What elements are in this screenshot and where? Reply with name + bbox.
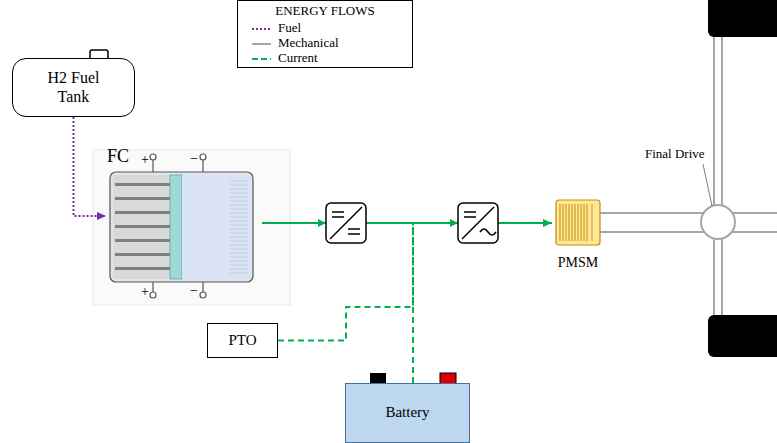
fuel-cell: FC: [106, 145, 262, 300]
legend-box: ENERGY FLOWS FuelMechanicalCurrent: [237, 0, 413, 68]
node-text: PMSM: [542, 255, 614, 270]
fc-backdrop: [93, 150, 290, 305]
legend-text: Current: [278, 51, 318, 65]
flow-connector: [278, 223, 552, 341]
wheel: [708, 0, 777, 37]
legend-title: ENERGY FLOWS: [238, 4, 412, 18]
drivetrain: [600, 37, 777, 315]
inverter-symbol: [458, 203, 498, 243]
arrowhead: [318, 219, 326, 227]
flow-connector: [74, 117, 107, 216]
wheel: [708, 315, 777, 357]
node-text: PTO: [228, 332, 256, 349]
leader-line: [703, 164, 712, 206]
fuel-tank: H2 Fuel Tank: [12, 58, 135, 117]
terminal-sign: +: [141, 152, 149, 167]
pto-box: PTO: [207, 323, 278, 358]
terminal-sign: +: [141, 284, 149, 299]
legend-sample: [251, 39, 273, 49]
terminal-sign: −: [190, 283, 198, 298]
fuel-cell-icon: [106, 145, 262, 285]
part-label: Final Drive: [645, 147, 705, 161]
terminal-sign: −: [190, 151, 198, 166]
dc-dc-converter-symbol: [326, 203, 366, 243]
node-text: FC: [107, 147, 129, 167]
motor-icon: [552, 198, 604, 248]
legend-text: Mechanical: [278, 36, 339, 50]
legend-sample: [251, 54, 273, 64]
battery: Battery: [345, 383, 470, 443]
node-text: Battery: [385, 404, 429, 421]
legend-text: Fuel: [278, 21, 301, 35]
node-text: H2 Fuel Tank: [38, 69, 110, 106]
flow-connector: [413, 223, 552, 383]
motor: PMSM: [552, 198, 604, 275]
legend-sample: [251, 24, 273, 34]
arrowhead: [450, 219, 458, 227]
